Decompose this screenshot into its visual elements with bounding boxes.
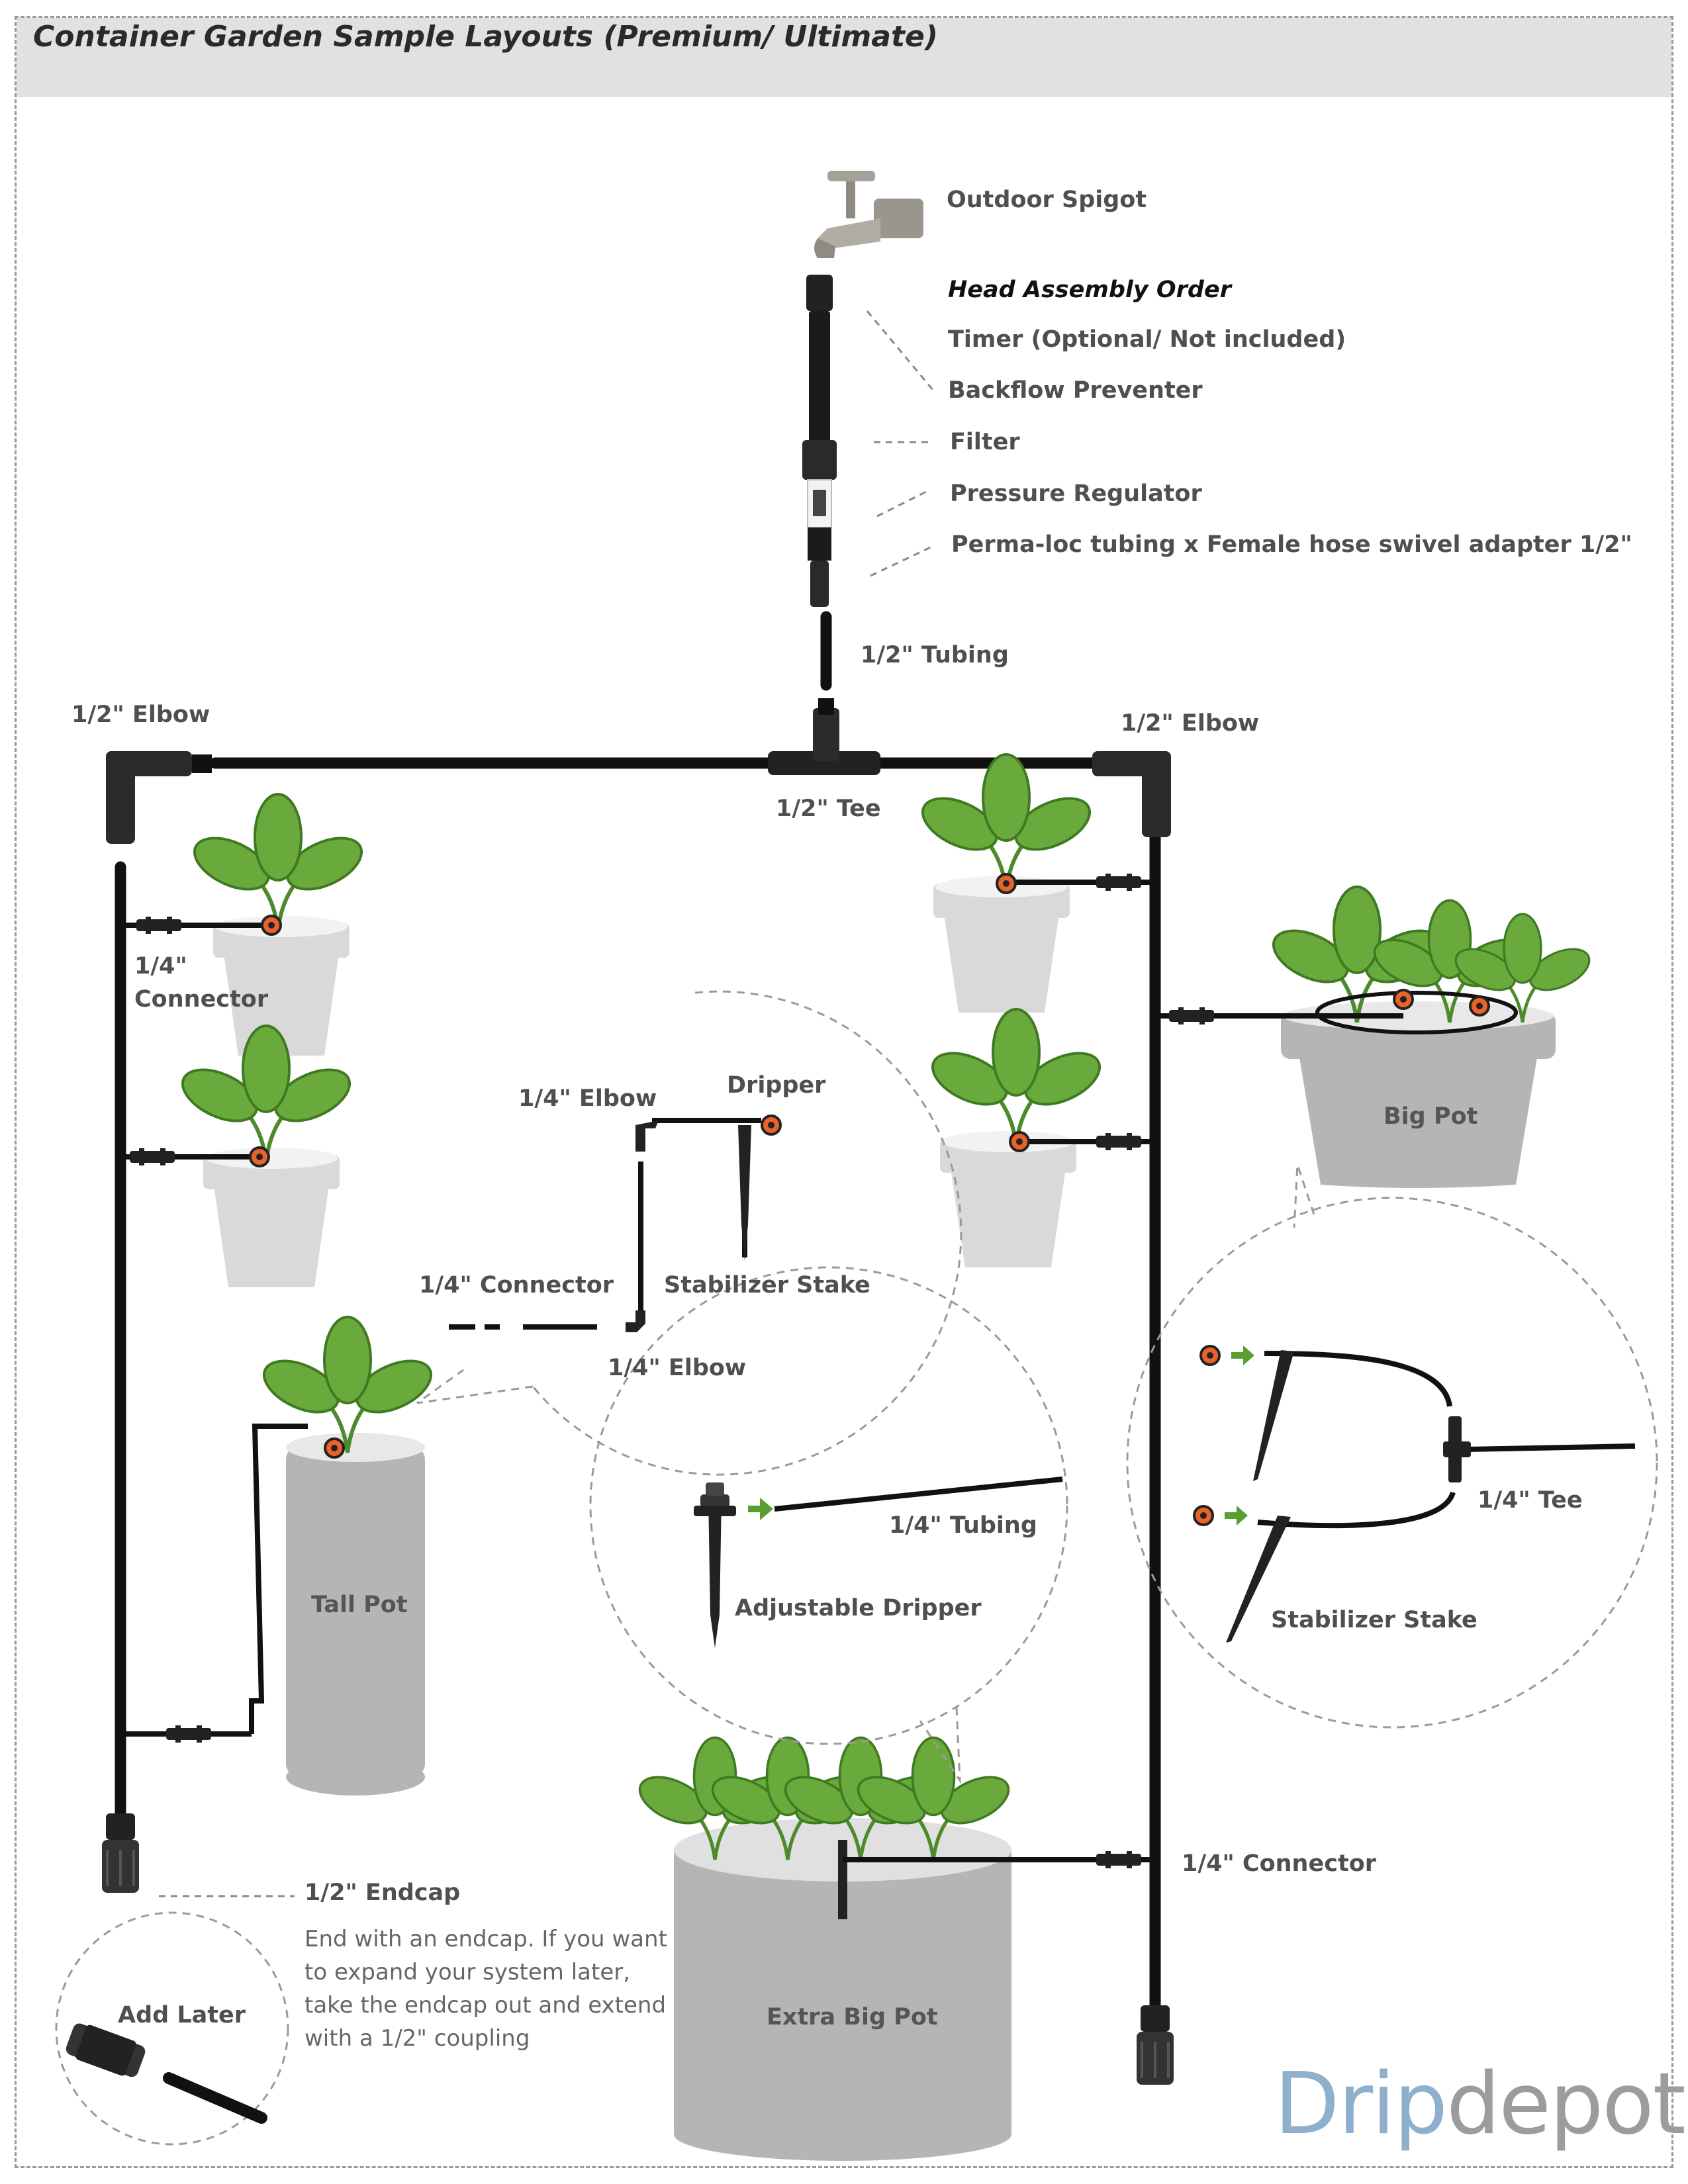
quarter-connector-icon <box>1096 874 1141 891</box>
pot-right-2 <box>925 1009 1107 1267</box>
stabilizer-stake-icon <box>1226 1350 1294 1643</box>
quarter-connector-bottom-label: 1/4" Connector <box>1182 1850 1376 1877</box>
half-tubing-label: 1/2" Tubing <box>861 642 1009 668</box>
swivel-adapter-label: Perma-loc tubing x Female hose swivel ad… <box>951 531 1632 558</box>
tall-pot-label: Tall Pot <box>311 1592 408 1618</box>
main-tubing <box>115 611 1161 2011</box>
backflow-label: Backflow Preventer <box>948 377 1203 404</box>
detail-right-stake-label: Stabilizer Stake <box>1271 1607 1477 1633</box>
dripper-icon <box>1199 1345 1221 1366</box>
endcap-left-icon <box>101 1812 140 1894</box>
filter-label: Filter <box>950 429 1020 455</box>
coupling-icon <box>66 2023 267 2124</box>
quarter-connector-label-line2: Connector <box>134 986 269 1013</box>
dripper-icon <box>1469 995 1490 1017</box>
quarter-connector-icon <box>166 1725 211 1743</box>
quarter-connector-label-line1: 1/4" <box>134 953 187 979</box>
half-elbow-right-label: 1/2" Elbow <box>1121 710 1260 737</box>
pressure-regulator-label: Pressure Regulator <box>950 480 1202 507</box>
detail-stake-label: Stabilizer Stake <box>664 1272 870 1298</box>
dripper-icon <box>324 1437 345 1459</box>
extra-big-pot <box>633 1738 1015 2161</box>
big-pot <box>1266 887 1595 1188</box>
endcap-right-icon <box>1135 2004 1175 2086</box>
big-pot-label: Big Pot <box>1383 1103 1478 1130</box>
head-assembly <box>802 275 837 607</box>
logo-part-depot: depot <box>1446 2055 1686 2154</box>
tall-pot <box>256 1317 439 1796</box>
head-assembly-heading: Head Assembly Order <box>948 277 1231 303</box>
dripper-icon <box>1193 1505 1214 1526</box>
extra-big-pot-label: Extra Big Pot <box>767 2004 938 2030</box>
quarter-connector-icon <box>130 1148 175 1165</box>
endcap-note-line: to expand your system later, <box>305 1959 631 1985</box>
arrow-icon <box>748 1498 773 1520</box>
pot-right-1 <box>915 754 1098 1013</box>
adjustable-dripper-label: Adjustable Dripper <box>735 1595 982 1621</box>
endcap-note-line: take the endcap out and extend <box>305 1992 667 2019</box>
page-title: Container Garden Sample Layouts (Premium… <box>33 20 938 54</box>
add-later-label: Add Later <box>118 2002 246 2028</box>
quarter-tubing-label: 1/4" Tubing <box>889 1512 1037 1539</box>
detail-circles <box>55 990 1658 2146</box>
quarter-connector-icon <box>1096 1133 1141 1150</box>
half-tee-icon <box>768 698 880 775</box>
detail-right-tubing <box>1257 1351 1636 1529</box>
dripper-icon <box>261 915 282 936</box>
arrow-icon <box>1225 1506 1248 1525</box>
detail-elbow-upper-label: 1/4" Elbow <box>518 1085 657 1112</box>
detail-connector-label: 1/4" Connector <box>419 1272 614 1298</box>
endcap-note: End with an endcap. If you want to expan… <box>305 1923 667 2055</box>
dripdepot-logo: Dripdepot <box>1274 2055 1686 2154</box>
quarter-connector-icon <box>1169 1007 1214 1024</box>
dripper-icon <box>761 1115 782 1136</box>
quarter-tee-label: 1/4" Tee <box>1477 1487 1583 1514</box>
adjustable-dripper-icon <box>694 1482 736 1648</box>
arrow-icon <box>1231 1345 1254 1365</box>
title-bar <box>17 18 1671 97</box>
quarter-tubing-line <box>774 1477 1063 1512</box>
quarter-tee-icon <box>1443 1416 1471 1482</box>
half-tee-label: 1/2" Tee <box>776 796 881 822</box>
detail-dripper-label: Dripper <box>727 1072 826 1099</box>
head-leader-lines <box>866 310 935 577</box>
quarter-connector-icon <box>1096 1851 1141 1868</box>
endcap-note-line: End with an endcap. If you want <box>305 1926 667 1952</box>
stabilizer-stake-icon <box>738 1125 751 1261</box>
page-border <box>15 16 1673 2168</box>
quarter-elbow-icon <box>626 1120 659 1332</box>
timer-label: Timer (Optional/ Not included) <box>948 326 1346 353</box>
half-elbow-right-icon <box>1092 751 1171 837</box>
dripper-icon <box>996 873 1017 894</box>
dripper-icon <box>1393 989 1414 1010</box>
endcap-note-line: with a 1/2" coupling <box>305 2025 530 2052</box>
quarter-connector-icon <box>136 917 181 934</box>
half-elbow-left-icon <box>106 751 212 844</box>
spigot-icon <box>814 171 923 258</box>
pot-left-2 <box>175 1026 357 1287</box>
dripper-icon <box>1009 1131 1030 1152</box>
half-elbow-left-label: 1/2" Elbow <box>71 702 211 728</box>
detail-elbow-lower-label: 1/4" Elbow <box>608 1355 747 1381</box>
logo-part-drip: Drip <box>1274 2055 1448 2154</box>
endcap-label: 1/2" Endcap <box>305 1880 461 1906</box>
dripper-icon <box>249 1146 270 1167</box>
spigot-label: Outdoor Spigot <box>947 187 1147 213</box>
